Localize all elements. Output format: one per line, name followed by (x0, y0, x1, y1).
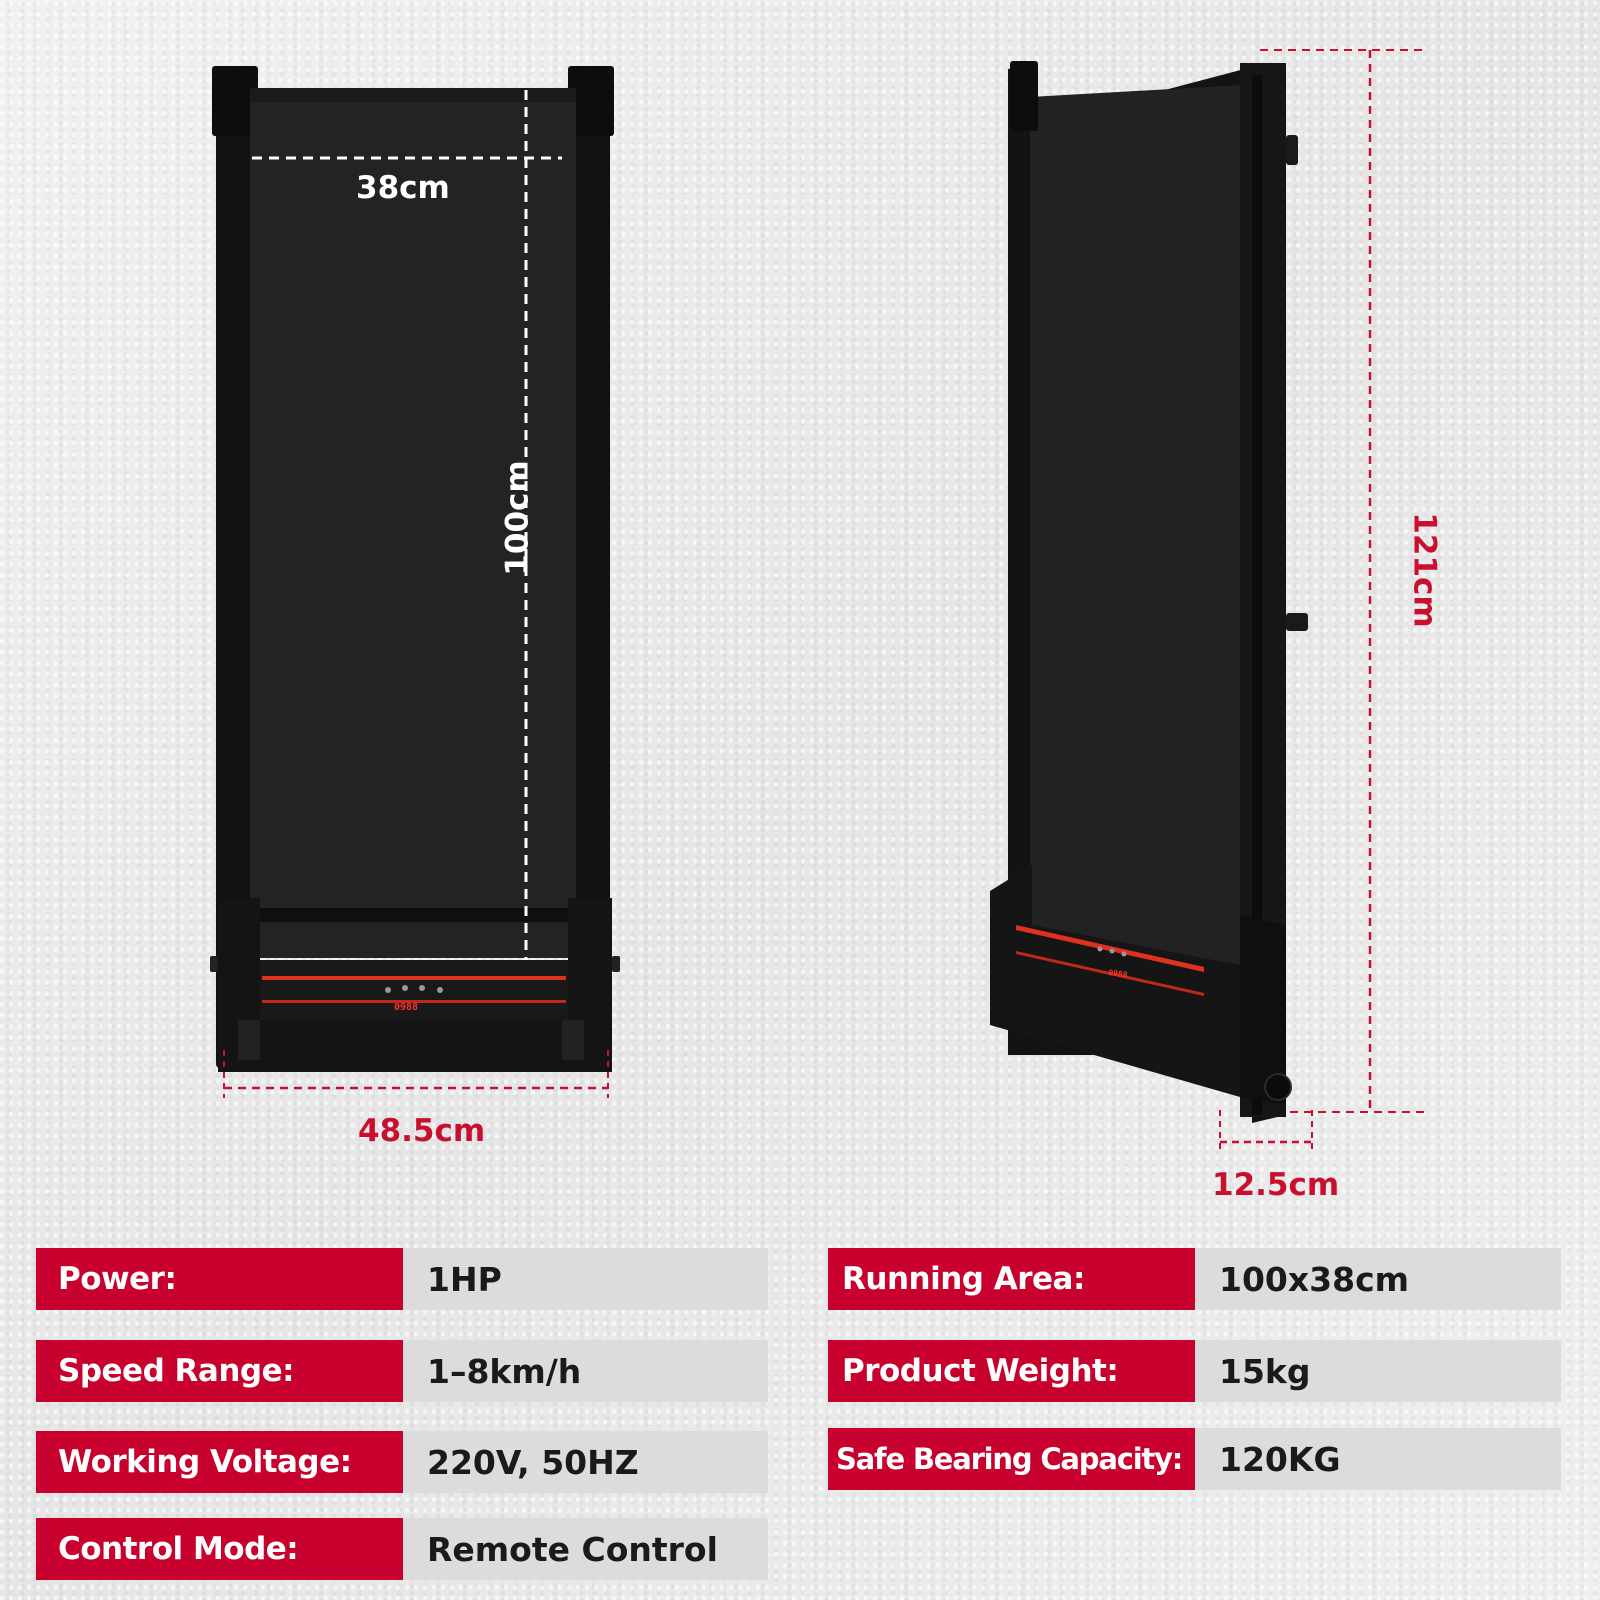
spec-label: Control Mode: (36, 1518, 403, 1580)
spec-value: 100x38cm (1195, 1248, 1561, 1310)
depth-label: 12.5cm (1212, 1167, 1340, 1203)
spec-row-control-mode: Control Mode: Remote Control (36, 1518, 768, 1580)
spec-value: 120KG (1195, 1428, 1561, 1490)
height-dimension-line (1260, 49, 1426, 1113)
treadmill-front-view: 0988 (210, 66, 620, 1072)
spec-row-speed-range: Speed Range: 1–8km/h (36, 1340, 768, 1402)
spec-value: 220V, 50HZ (403, 1431, 768, 1493)
spec-label: Running Area: (828, 1248, 1195, 1310)
base-width-label: 48.5cm (358, 1113, 486, 1149)
spec-label: Safe Bearing Capacity: (828, 1428, 1195, 1490)
spec-row-product-weight: Product Weight: 15kg (828, 1340, 1561, 1402)
spec-value: 1HP (403, 1248, 768, 1310)
base-width-dimension-line (223, 1050, 609, 1098)
spec-row-working-voltage: Working Voltage: 220V, 50HZ (36, 1431, 768, 1493)
belt-length-label: 100cm (499, 460, 536, 576)
side-display-readout: 0988 (1108, 968, 1129, 980)
depth-dimension-line (1219, 1110, 1313, 1150)
spec-label: Product Weight: (828, 1340, 1195, 1402)
spec-row-running-area: Running Area: 100x38cm (828, 1248, 1561, 1310)
spec-value: 15kg (1195, 1340, 1561, 1402)
spec-value: Remote Control (403, 1518, 768, 1580)
height-label: 121cm (1406, 512, 1443, 628)
spec-value: 1–8km/h (403, 1340, 768, 1402)
spec-label: Speed Range: (36, 1340, 403, 1402)
spec-row-safe-bearing-capacity: Safe Bearing Capacity: 120KG (828, 1428, 1561, 1490)
treadmill-side-view: 0988 (990, 61, 1308, 1123)
spec-label: Power: (36, 1248, 403, 1310)
spec-row-power: Power: 1HP (36, 1248, 768, 1310)
spec-label: Working Voltage: (36, 1431, 403, 1493)
front-display-readout: 0988 (394, 1002, 418, 1013)
belt-width-label: 38cm (356, 170, 450, 206)
